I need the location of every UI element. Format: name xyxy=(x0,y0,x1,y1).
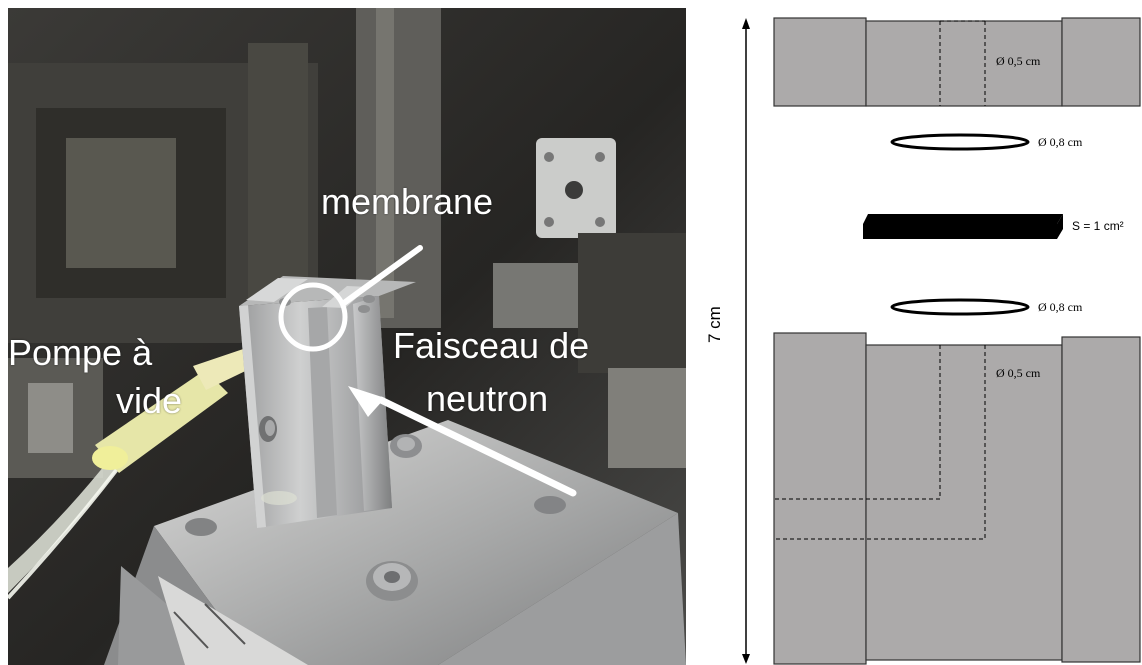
height-arrow-top xyxy=(742,18,750,29)
height-arrow-bottom xyxy=(742,654,750,664)
setup-photo-artwork xyxy=(8,8,686,665)
bottom-hole-label: Ø 0,5 cm xyxy=(996,366,1041,380)
sample-side-face xyxy=(1057,214,1063,239)
bottom-center-block xyxy=(865,344,1063,661)
experimental-setup-photo: membrane Pompe à vide Faisceau de neutro… xyxy=(8,8,686,665)
top-center-block xyxy=(865,20,1063,107)
neutron-beam-label-line-1: Faisceau de xyxy=(393,325,590,366)
top-right-block xyxy=(1061,17,1141,107)
membrane-label: membrane xyxy=(321,181,494,222)
bottom-o-ring-label: Ø 0,8 cm xyxy=(1038,300,1083,314)
pump-label-line-2: vide xyxy=(116,380,183,421)
neutron-beam-label-line-2: neutron xyxy=(426,378,549,419)
bottom-channel-lower-edge xyxy=(774,345,986,540)
diagram-artwork xyxy=(742,17,1141,665)
top-left-block xyxy=(773,17,867,107)
bottom-right-block xyxy=(1061,336,1141,663)
sample-front-face xyxy=(863,224,1057,239)
pump-label-line-1: Pompe à xyxy=(8,332,153,373)
top-o-ring-label: Ø 0,8 cm xyxy=(1038,135,1083,149)
sample-top-face xyxy=(863,214,1063,224)
height-label: 7 cm xyxy=(705,306,724,343)
top-o-ring xyxy=(890,133,1030,151)
top-hole-label: Ø 0,5 cm xyxy=(996,54,1041,68)
sample-area-label: S = 1 cm² xyxy=(1072,219,1124,233)
bottom-o-ring xyxy=(890,298,1030,316)
bottom-channel-upper-edge xyxy=(774,345,941,500)
sample-holder-diagram: 7 cm Ø 0,5 cm Ø 0,8 cm S = 1 cm² Ø 0,8 c… xyxy=(690,0,1142,665)
